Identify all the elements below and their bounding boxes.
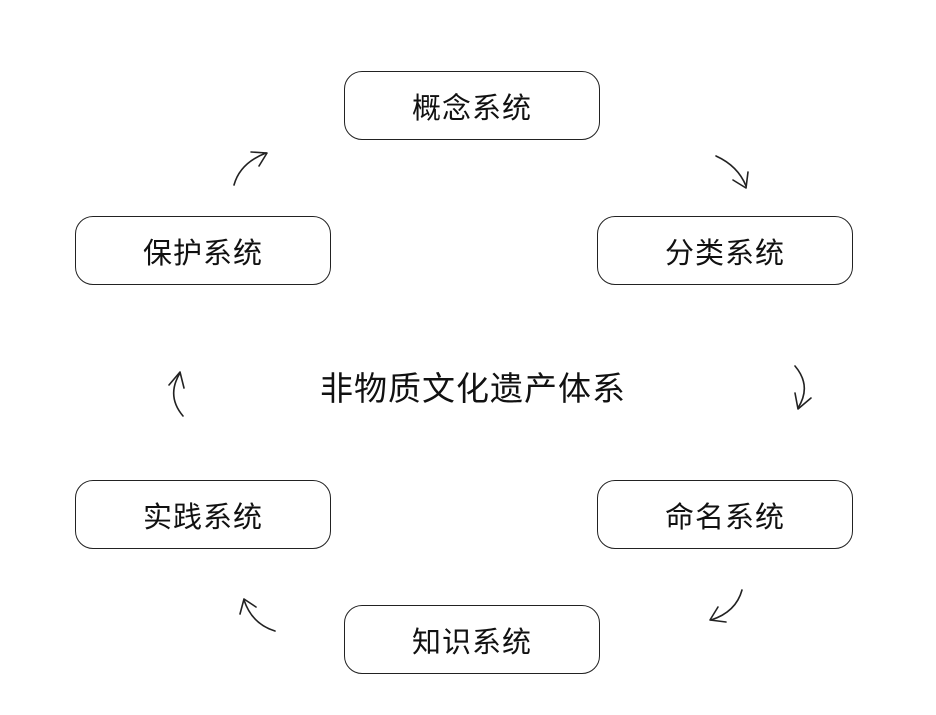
- node-practice-system: 实践系统: [75, 480, 331, 549]
- node-naming-system: 命名系统: [597, 480, 853, 549]
- arrow-naming-to-knowledge: [709, 589, 743, 623]
- arrow-concept-to-classify: [715, 155, 749, 189]
- node-label: 保护系统: [142, 235, 263, 270]
- node-label: 命名系统: [664, 499, 785, 534]
- node-knowledge-system: 知识系统: [344, 605, 600, 674]
- arrow-protect-to-concept: [233, 151, 268, 186]
- node-label: 分类系统: [664, 235, 785, 270]
- arrow-knowledge-to-practice: [239, 598, 276, 632]
- node-label: 知识系统: [411, 624, 532, 659]
- node-classification-system: 分类系统: [597, 216, 853, 285]
- node-label: 概念系统: [411, 90, 532, 125]
- node-label: 实践系统: [142, 499, 263, 534]
- node-concept-system: 概念系统: [344, 71, 600, 140]
- node-protection-system: 保护系统: [75, 216, 331, 285]
- arrow-classify-to-naming: [794, 365, 812, 410]
- center-title: 非物质文化遗产体系: [320, 369, 626, 408]
- arrow-practice-to-protect: [168, 371, 185, 417]
